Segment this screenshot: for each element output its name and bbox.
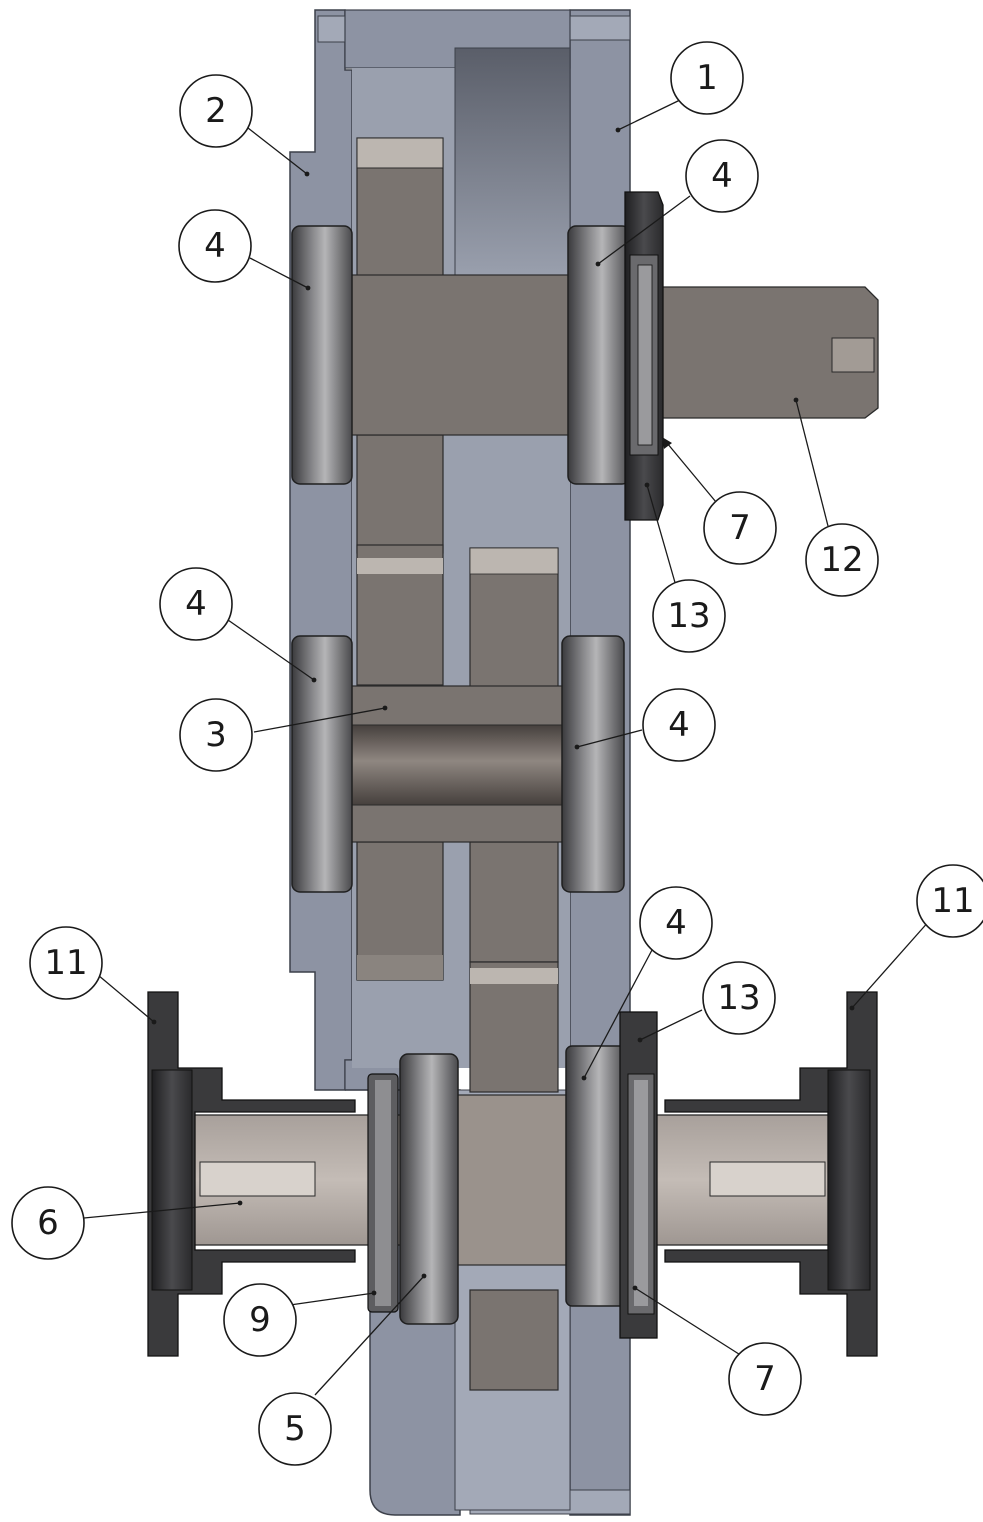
- balloon-part-2: 2: [179, 74, 253, 148]
- balloon-part-9: 9: [223, 1283, 297, 1357]
- balloon-label: 9: [249, 1300, 271, 1340]
- balloon-label: 7: [729, 508, 751, 548]
- balloon-part-4: 4: [685, 139, 759, 213]
- balloon-label: 4: [668, 705, 690, 745]
- balloon-part-4: 4: [639, 886, 713, 960]
- balloon-part-4: 4: [159, 567, 233, 641]
- balloon-label: 7: [754, 1359, 776, 1399]
- balloon-part-11: 11: [916, 864, 983, 938]
- middle-gears: [356, 544, 559, 981]
- balloon-part-3: 3: [179, 698, 253, 772]
- flange-left: [147, 991, 356, 1357]
- balloon-label: 4: [185, 584, 207, 624]
- flange-right: [664, 991, 878, 1357]
- balloon-part-4: 4: [178, 209, 252, 283]
- bearing-5: [399, 1053, 459, 1325]
- balloon-label: 4: [711, 156, 733, 196]
- balloon-part-11: 11: [29, 926, 103, 1000]
- seal-cap-lower: [619, 1011, 658, 1339]
- output-shaft: [189, 1094, 871, 1266]
- upper-gear: [356, 137, 444, 554]
- balloon-part-7: 7: [703, 491, 777, 565]
- leader-tips: [151, 127, 855, 1296]
- balloon-label: 13: [717, 978, 760, 1018]
- balloon-label: 12: [820, 540, 863, 580]
- balloon-label: 11: [44, 943, 87, 983]
- balloon-part-13: 13: [702, 961, 776, 1035]
- lower-gear: [469, 961, 559, 1391]
- balloon-part-4: 4: [642, 688, 716, 762]
- balloon-label: 2: [205, 91, 227, 131]
- balloon-label: 6: [37, 1203, 59, 1243]
- bearing-middle-left: [291, 635, 353, 893]
- bearing-lower-right: [565, 1045, 627, 1307]
- cavity-shadow: [454, 47, 571, 279]
- balloon-label: 13: [667, 596, 710, 636]
- intermediate-shaft: [349, 685, 566, 843]
- spacer-9: [367, 1073, 399, 1313]
- balloon-part-1: 1: [670, 41, 744, 115]
- input-shaft: [344, 274, 879, 436]
- seal-cap-upper: [624, 191, 664, 521]
- bearing-upper-left: [291, 225, 353, 485]
- leader-lines: [83, 99, 931, 1396]
- bearing-middle-right: [561, 635, 625, 893]
- balloon-label: 1: [696, 58, 718, 98]
- balloon-part-6: 6: [11, 1186, 85, 1260]
- balloon-label: 3: [205, 715, 227, 755]
- balloon-label: 11: [931, 881, 974, 921]
- balloon-label: 5: [284, 1409, 306, 1449]
- balloon-part-13: 13: [652, 579, 726, 653]
- balloon-label: 4: [665, 903, 687, 943]
- balloon-label: 4: [204, 226, 226, 266]
- balloon-part-5: 5: [258, 1392, 332, 1466]
- balloon-part-12: 12: [805, 523, 879, 597]
- balloon-part-7: 7: [728, 1342, 802, 1416]
